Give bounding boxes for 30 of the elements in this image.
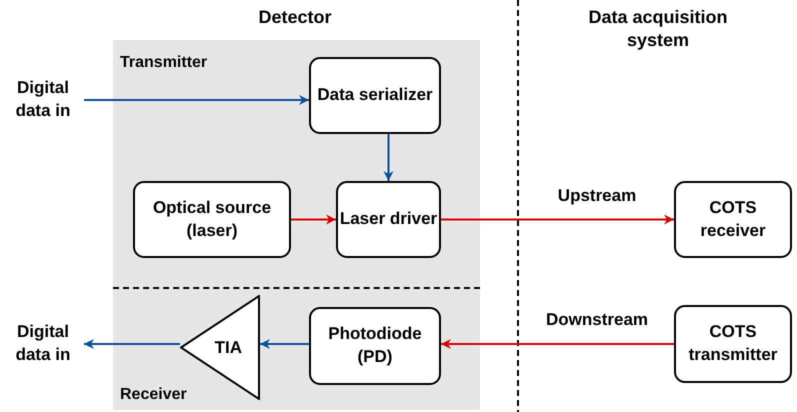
box-label: COTS transmitter bbox=[688, 321, 778, 366]
arrow bbox=[260, 339, 309, 349]
process-box bbox=[309, 57, 441, 134]
section-heading: Detector bbox=[257, 6, 333, 28]
box-label: Optical source (laser) bbox=[152, 196, 272, 242]
section-background bbox=[113, 287, 480, 410]
process-box bbox=[309, 307, 441, 385]
box-label: Laser driver bbox=[340, 208, 438, 230]
arrow bbox=[441, 339, 674, 349]
arrow bbox=[291, 214, 336, 224]
box-label: Data serializer bbox=[317, 84, 433, 106]
edge-label: Downstream bbox=[546, 310, 648, 330]
section-heading: Data acquisition system bbox=[587, 6, 729, 51]
box-label: Photodiode (PD) bbox=[327, 323, 423, 368]
arrow bbox=[84, 95, 309, 105]
io-label: Digital data in bbox=[14, 321, 72, 366]
process-box bbox=[133, 181, 291, 258]
process-box bbox=[336, 181, 441, 258]
section-label: Transmitter bbox=[120, 54, 208, 72]
io-label: Digital data in bbox=[14, 77, 72, 122]
process-box bbox=[674, 305, 792, 383]
amplifier-label: TIA bbox=[214, 338, 242, 358]
edge-label: Upstream bbox=[558, 186, 636, 206]
arrow bbox=[84, 339, 180, 349]
section-background bbox=[113, 40, 480, 287]
process-box bbox=[674, 181, 792, 258]
box-label: COTS receiver bbox=[699, 196, 767, 242]
arrow bbox=[441, 214, 674, 224]
arrow bbox=[384, 134, 394, 181]
section-label: Receiver bbox=[120, 386, 187, 404]
